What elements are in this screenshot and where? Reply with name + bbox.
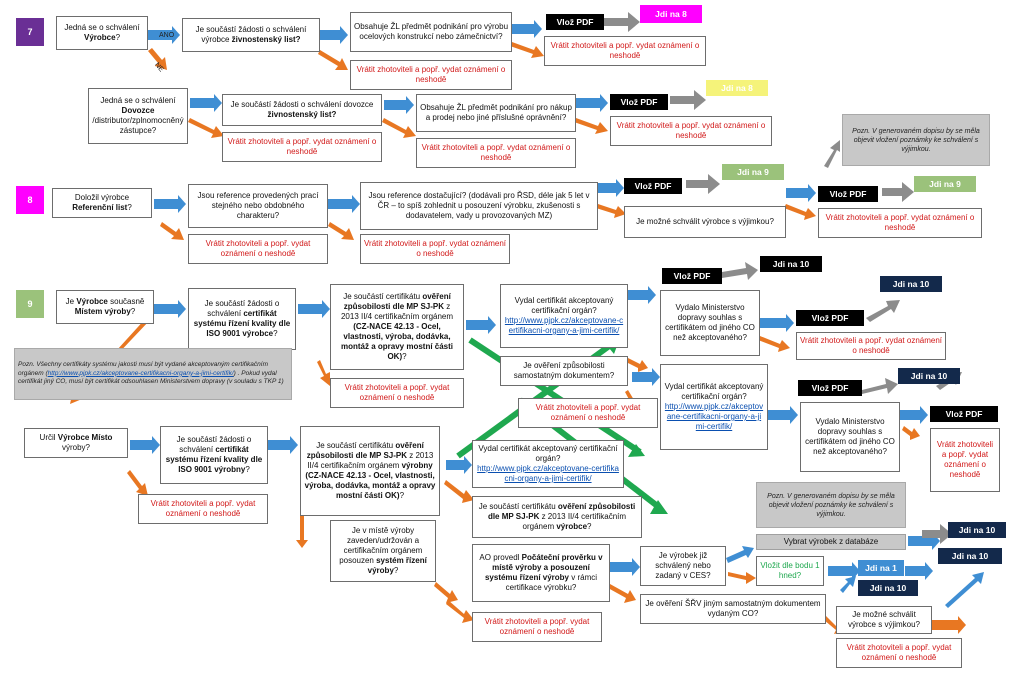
question-ocel-konstrukce: Obsahuje ŽL předmět podnikání pro výrobu… [350,12,512,52]
vloz-pdf-button[interactable]: Vlož PDF [798,380,862,396]
blue-up-arrows [840,572,984,608]
note-link[interactable]: http://www.pjpk.cz/akceptovane-certifika… [47,369,234,377]
question-vyrobce: Jedná se o schválení Výrobce? [56,16,148,50]
jdi-na-10-button[interactable]: Jdi na 10 [858,580,918,596]
note-exception-2: Pozn. V generovaném dopisu by se měla ob… [756,482,906,528]
question-dovozce-zivnostensky-list: Je součástí žádosti o schválení dovozce … [222,94,382,126]
reject-box: Vrátit zhotoviteli a popř. vydat oznámen… [836,638,962,668]
reject-box: Vrátit zhotoviteli a popř. vydat oznámen… [930,428,1000,492]
question-akceptovany-co-vyrobny: Vydal certifikát akceptovaný certifikačn… [472,440,624,488]
note-certifikaty: Pozn. Všechny certifikáty systému jakost… [14,348,292,400]
question-zivnostensky-list: Je součástí žádosti o schválení výrobce … [182,18,320,52]
question-akceptovany-co: Vydal certifikát akceptovaný certifikačn… [500,284,628,348]
jdi-na-1-button[interactable]: Jdi na 1 [858,560,904,576]
question-misto-vyroby: Je Výrobce současně Místem výroby? [56,290,154,324]
question-reference-charakter: Jsou reference provedených prací stejnéh… [188,184,328,228]
question-overeni-zpusobilosti: Je součástí certifikátu ověření způsobil… [330,284,464,370]
vloz-pdf-button[interactable]: Vlož PDF [610,94,668,110]
question-samostatny-dokument: Je ověření způsobilosti samostatným doku… [500,356,628,386]
reject-box: Vrátit zhotoviteli a popř. vydat oznámen… [796,332,946,360]
question-urcil-misto-vyroby: Určil Výrobce Místo výroby? [24,428,128,458]
jdi-na-10-button[interactable]: Jdi na 10 [938,548,1002,564]
question-iso-9001-vyrobce: Je součástí žádosti o schválení certifik… [188,288,296,350]
vloz-pdf-button[interactable]: Vlož PDF [818,186,878,202]
reject-box: Vrátit zhotoviteli a popř. vydat oznámen… [610,116,772,146]
reject-box: Vrátit zhotoviteli a popř. vydat oznámen… [472,612,602,642]
reject-box: Vrátit zhotoviteli a popř. vydat oznámen… [188,234,328,264]
reject-box: Vrátit zhotoviteli a popř. vydat oznámen… [350,60,512,90]
reject-box: Vrátit zhotoviteli a popř. vydat oznámen… [222,132,382,162]
jdi-na-10-button[interactable]: Jdi na 10 [898,368,960,384]
question-ministerstvo-souhlas-2: Vydalo Ministerstvo dopravy souhlas s ce… [800,402,900,472]
question-vyjimka-2: Je možné schválit výrobce s výjimkou? [836,606,932,634]
question-overeni-zpusobilosti-vyrobny: Je součástí certifikátu ověření způsobil… [300,426,440,516]
jdi-na-9-button[interactable]: Jdi na 9 [722,164,784,180]
jdi-na-10-button[interactable]: Jdi na 10 [880,276,942,292]
reject-box: Vrátit zhotoviteli a popř. vydat oznámen… [330,378,464,408]
question-pocatecni-proverka: AO provedl Počáteční prověrku v místě vý… [472,544,610,602]
reject-box: Vrátit zhotoviteli a popř. vydat oznámen… [138,494,268,524]
question-akceptovany-co-2: Vydal certifikát akceptovaný certifikačn… [660,364,768,450]
vloz-pdf-button[interactable]: Vlož PDF [930,406,998,422]
jdi-na-8-button[interactable]: Jdi na 8 [640,5,702,23]
reject-box: Vrátit zhotoviteli a popř. vydat oznámen… [416,138,576,168]
question-overeni-vyrobce: Je součástí certifikátu ověření způsobil… [472,496,642,538]
question-reference-dostacujici: Jsou reference dostačující? (dodávali pr… [360,182,598,230]
question-referencni-list: Doložil výrobce Referenční list? [52,188,152,218]
certifikacni-organy-link[interactable]: http://www.pjpk.cz/akceptovane-certifika… [477,464,619,483]
question-overeni-srv: Je ověření ŠŘV jiným samostatným dokumen… [640,594,826,624]
jdi-na-10-button[interactable]: Jdi na 10 [948,522,1006,538]
question-ministerstvo-souhlas: Vydalo Ministerstvo dopravy souhlas s ce… [660,290,760,356]
reject-box: Vrátit zhotoviteli a popř. vydat oznámen… [360,234,510,264]
label-ano: ANO [159,32,175,39]
certifikacni-organy-link[interactable]: http://www.pjpk.cz/akceptovane-certifika… [504,316,624,335]
blue-arrows [130,20,940,580]
reject-box: Vrátit zhotoviteli a popř. vydat oznámen… [818,208,982,238]
jdi-na-8-button[interactable]: Jdi na 8 [706,80,768,96]
question-vyrobek-ces: Je výrobek již schválený nebo zadaný v C… [640,546,726,586]
jdi-na-9-button[interactable]: Jdi na 9 [914,176,976,192]
vloz-pdf-button[interactable]: Vlož PDF [662,268,722,284]
question-nakup-prodej: Obsahuje ŽL předmět podnikání pro nákup … [416,94,576,132]
certifikacni-organy-link[interactable]: http://www.pjpk.cz/akceptovane-certifika… [664,402,764,431]
question-vlozit-bod-1: Vložit dle bodu 1 hned? [756,556,824,586]
reject-box: Vrátit zhotoviteli a popř. vydat oznámen… [518,398,658,428]
note-exception: Pozn. V generovaném dopisu by se měla ob… [842,114,990,166]
step-number-7: 7 [16,18,44,46]
jdi-na-10-button[interactable]: Jdi na 10 [760,256,822,272]
question-iso-9001-vyrobny: Je součástí žádosti o schválení certifik… [160,426,268,484]
vybrat-vyrobek-button[interactable]: Vybrat výrobek z databáze [756,534,906,550]
vloz-pdf-button[interactable]: Vlož PDF [624,178,682,194]
question-dovozce: Jedná se o schválení Dovozce /distributo… [88,88,188,144]
reject-box: Vrátit zhotoviteli a popř. vydat oznámen… [544,36,706,66]
vloz-pdf-button[interactable]: Vlož PDF [546,14,604,30]
vloz-pdf-button[interactable]: Vlož PDF [796,310,864,326]
step-number-9: 9 [16,290,44,318]
question-vyjimka: Je možné schválit výrobce s výjimkou? [624,206,786,238]
question-system-rizeni-vyroby: Je v místě výroby zaveden/udržován a cer… [330,520,436,582]
step-number-8: 8 [16,186,44,214]
